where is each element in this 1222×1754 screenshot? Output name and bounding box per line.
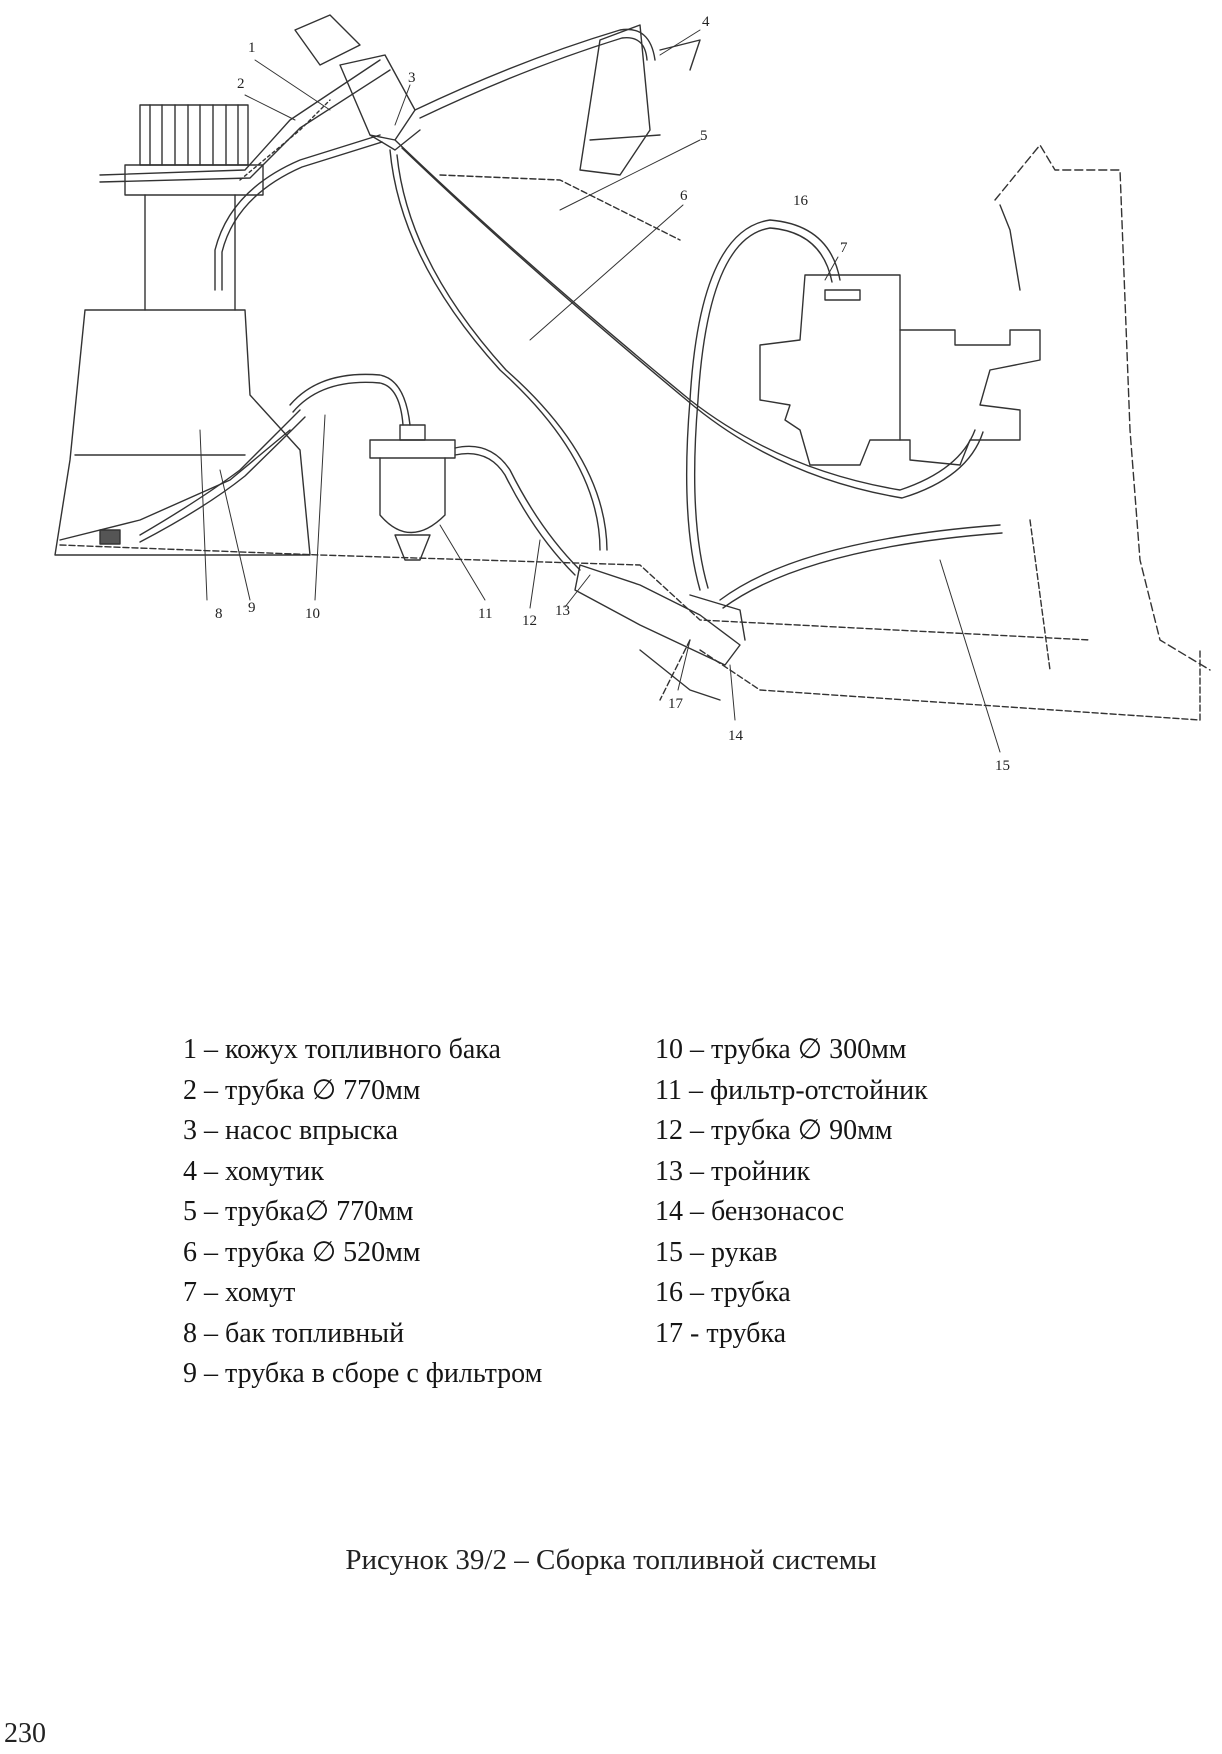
legend-item: 5 – трубка∅ 770мм (183, 1196, 414, 1227)
callout-leaders (199, 29, 1001, 753)
callout-8: 8 (215, 606, 223, 622)
legend-item: 13 – тройник (655, 1155, 811, 1187)
legend-item: 15 – рукав (655, 1236, 778, 1268)
callout-17: 17 (668, 696, 684, 712)
tube-6 (394, 139, 984, 499)
legend-item: 11 – фильтр-отстойник (655, 1074, 928, 1106)
fuel-tank-cover (99, 59, 391, 183)
callout-14: 14 (728, 728, 744, 744)
callout-7: 7 (840, 240, 848, 256)
callout-16: 16 (793, 193, 809, 209)
callout-2: 2 (237, 76, 245, 92)
tube-5 (414, 28, 656, 119)
legend-column-right: 10 – трубка ∅ 300мм 11 – фильтр-отстойни… (655, 1030, 928, 1354)
fuel-tank (54, 309, 311, 556)
legend-item: 2 – трубка ∅ 770мм (183, 1074, 421, 1106)
callout-1: 1 (248, 40, 256, 56)
callout-labels: 1 2 3 4 5 6 7 8 9 10 11 12 13 14 15 16 1… (215, 14, 1010, 774)
fuel-tank-filler-neck (124, 104, 264, 311)
legend-item: 16 – трубка (655, 1277, 791, 1308)
hose-15 (719, 524, 1003, 609)
injection-pump (294, 14, 421, 151)
callout-15: 15 (995, 758, 1010, 774)
legend-item: 8 – бак топливный (183, 1317, 405, 1349)
legend-item: 6 – трубка ∅ 520мм (183, 1236, 421, 1268)
engine-frame (994, 144, 1211, 671)
legend-item: 1 – кожух топливного бака (183, 1034, 501, 1065)
tube-2 (214, 134, 383, 291)
callout-3: 3 (408, 70, 416, 86)
callout-13: 13 (555, 603, 570, 619)
callout-5: 5 (700, 128, 708, 144)
vehicle-body-outline (59, 174, 1201, 721)
page-number: 230 (4, 1718, 46, 1749)
filter-sediment-bowl (369, 424, 456, 561)
legend-item: 4 – хомутик (183, 1155, 324, 1187)
legend-item: 14 – бензонасос (655, 1196, 845, 1227)
legend-item: 7 – хомут (183, 1277, 296, 1308)
callout-6: 6 (680, 188, 688, 204)
legend-item: 10 – трубка ∅ 300мм (655, 1034, 907, 1065)
tube-10 (289, 373, 411, 426)
fuel-pump-assembly (574, 564, 746, 701)
legend-item: 9 – трубка в сборе с фильтром (183, 1358, 543, 1389)
legend-item: 12 – трубка ∅ 90мм (655, 1115, 893, 1146)
figure-caption: Рисунок 39/2 – Сборка топливной системы (345, 1544, 877, 1576)
tube-12 (454, 445, 581, 576)
tube-pump-to-tee (389, 149, 608, 551)
tube-9 (139, 409, 306, 543)
callout-12: 12 (522, 613, 537, 629)
fuel-system-diagram: 1 2 3 4 5 6 7 8 9 10 11 12 13 14 15 16 1… (54, 14, 1211, 774)
callout-10: 10 (305, 606, 320, 622)
tube-16 (685, 219, 841, 591)
callout-9: 9 (248, 600, 256, 616)
legend-item: 3 – насос впрыска (183, 1115, 399, 1146)
callout-4: 4 (702, 14, 710, 30)
engine-block (759, 274, 1041, 466)
legend-column-left: 1 – кожух топливного бака 2 – трубка ∅ 7… (183, 1030, 542, 1395)
callout-11: 11 (478, 606, 492, 622)
legend-item: 17 - трубка (655, 1317, 787, 1349)
clamp-4 (579, 24, 701, 176)
